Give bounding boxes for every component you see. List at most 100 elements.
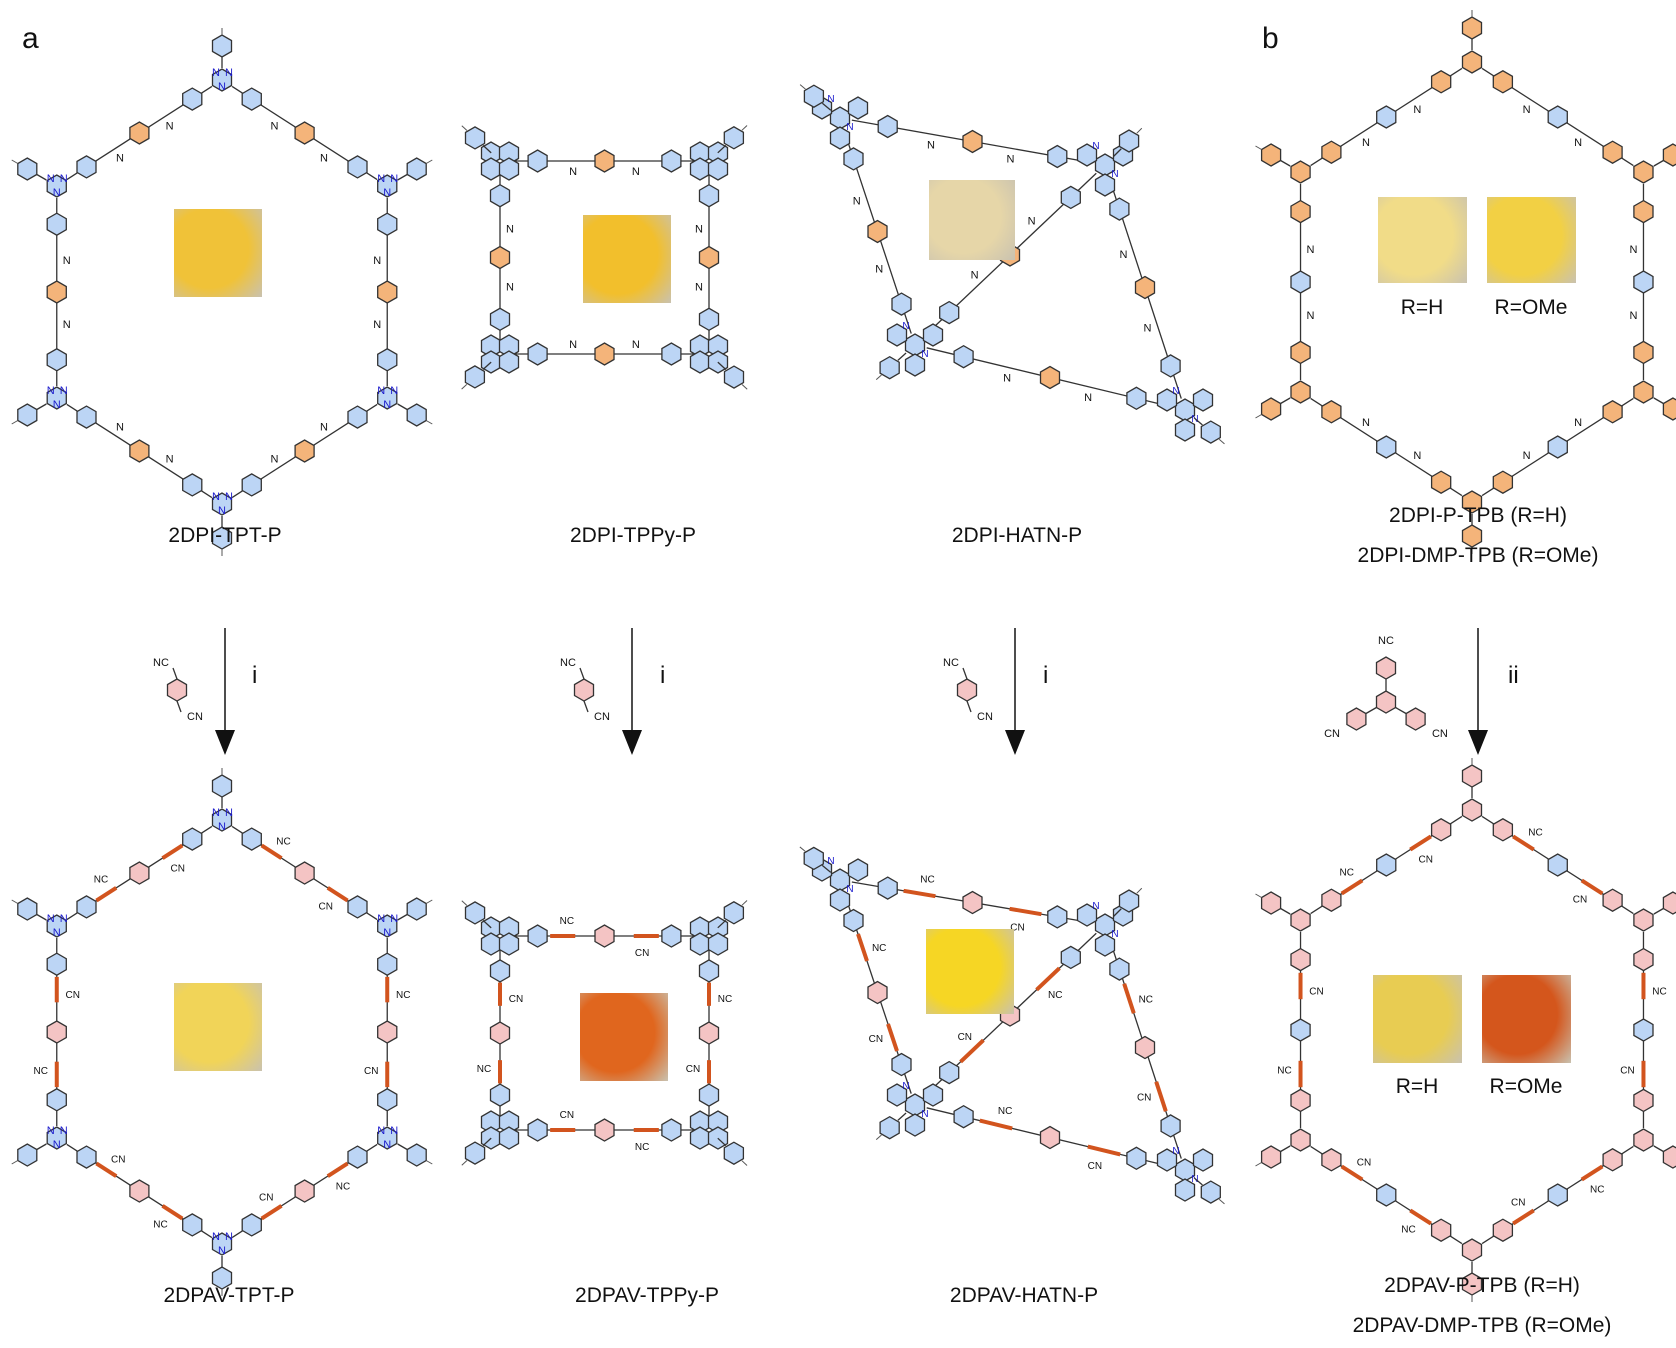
dangling-bond xyxy=(741,1160,748,1166)
phenyl-ring xyxy=(698,1083,720,1107)
imine-nitrogen-label: N xyxy=(569,166,577,178)
phenyl-ring xyxy=(1633,199,1654,224)
cyano-label: CN xyxy=(1088,1161,1102,1172)
phenyl-ring xyxy=(661,149,682,173)
vinylene-bond xyxy=(1087,1144,1121,1157)
nitrogen-label: N xyxy=(47,385,55,397)
cyano-label: NC xyxy=(1048,990,1062,1001)
dangling-bond xyxy=(1255,1162,1262,1167)
dangling-bond xyxy=(425,899,433,904)
photo-2dpi-tpt-p xyxy=(174,209,262,297)
phenyl-ring xyxy=(1633,947,1654,972)
phenyl-ring xyxy=(1290,947,1311,972)
hatn-ring xyxy=(847,858,869,882)
caption-2dpi-tpt-p: 2DPI-TPT-P xyxy=(168,524,282,547)
cyano-label: CN xyxy=(1573,894,1587,905)
phenyl-ring xyxy=(1430,470,1452,494)
terminal-phenyl-ring xyxy=(406,403,427,427)
vinylene-bond xyxy=(1512,834,1535,852)
linker-ring xyxy=(377,280,398,304)
dangling-bond xyxy=(1255,893,1262,898)
cyano-label: CN xyxy=(111,1154,125,1165)
bond xyxy=(1280,1145,1291,1153)
triazine-ring xyxy=(211,808,233,832)
cyano-label: NC xyxy=(1277,1066,1291,1077)
imine-nitrogen-label: N xyxy=(1362,137,1370,149)
dangling-bond xyxy=(461,383,468,390)
nitrogen-label: N xyxy=(212,1231,220,1243)
nitrogen-label: N xyxy=(60,385,68,397)
pyrene-ring xyxy=(689,1126,711,1150)
phenyl-ring xyxy=(377,348,398,372)
nitrogen-label: N xyxy=(921,1109,928,1120)
hatn-ring xyxy=(829,888,851,912)
cyano-label: CN xyxy=(259,1193,273,1204)
bond xyxy=(821,864,832,873)
cyano-label: NC xyxy=(396,990,410,1001)
phenyl-ring xyxy=(76,1145,97,1169)
phenyl-ring xyxy=(1633,340,1654,365)
phenyl-ring xyxy=(1160,1114,1181,1138)
phenyl-ring xyxy=(46,952,67,976)
phenyl-ring xyxy=(877,114,898,139)
hatn-ring xyxy=(1192,388,1214,412)
reagent-benzene-ring xyxy=(956,678,978,702)
cyano-label: NC xyxy=(998,1106,1012,1117)
caption-2dpav-p-tpb: 2DPAV-P-TPB (R=H) xyxy=(1384,1274,1580,1297)
bond xyxy=(1653,907,1664,915)
linker-ring xyxy=(867,219,888,244)
phenyl-ring xyxy=(1290,340,1311,365)
reagent-nc-label: NC xyxy=(153,657,169,669)
phenyl-ring xyxy=(698,183,720,208)
central-benzene-ring xyxy=(1461,798,1483,822)
dangling-bond xyxy=(1255,145,1262,150)
phenyl-ring xyxy=(46,212,67,236)
imine-nitrogen-label: N xyxy=(1413,104,1421,116)
linker-ring xyxy=(594,149,615,173)
bond xyxy=(397,913,408,921)
phenyl-ring xyxy=(1633,1088,1654,1113)
imine-nitrogen-label: N xyxy=(1523,104,1531,116)
panel-letter-a: a xyxy=(22,22,39,55)
imine-nitrogen-label: N xyxy=(1629,244,1637,256)
phenyl-ring xyxy=(1126,1146,1147,1171)
nitrogen-label: N xyxy=(377,173,385,185)
nitrogen-label: N xyxy=(225,67,233,79)
bond xyxy=(36,403,47,411)
dangling-bond xyxy=(461,1160,468,1166)
bond xyxy=(1653,1145,1664,1153)
hatn-ring xyxy=(847,96,869,120)
nitrogen-label: N xyxy=(1111,929,1118,940)
terminal-phenyl-ring xyxy=(464,365,486,389)
phenyl-ring xyxy=(182,827,203,851)
terminal-phenyl-ring xyxy=(464,126,486,150)
phenyl-ring xyxy=(241,1213,262,1237)
reagent-cyano-label: CN xyxy=(1324,728,1340,740)
nitrogen-label: N xyxy=(60,913,68,925)
phenyl-ring xyxy=(1047,905,1068,929)
nitrogen-label: N xyxy=(383,187,391,199)
phenyl-ring xyxy=(661,924,682,948)
bond xyxy=(397,403,408,411)
bond xyxy=(1193,417,1203,426)
bond xyxy=(482,144,492,154)
linker-ring xyxy=(1290,1018,1311,1042)
vinylene-bond xyxy=(979,1118,1013,1131)
imine-nitrogen-label: N xyxy=(1307,244,1315,256)
dangling-bond xyxy=(11,899,19,904)
nitrogen-label: N xyxy=(47,173,55,185)
photo-label-r-h-bottom: R=H xyxy=(1395,1075,1439,1098)
caption-2dpav-dmp-tpb: 2DPAV-DMP-TPB (R=OMe) xyxy=(1352,1314,1612,1337)
phenyl-ring xyxy=(698,307,720,332)
imine-nitrogen-label: N xyxy=(506,281,514,293)
nitrogen-label: N xyxy=(1172,1146,1179,1157)
terminal-phenyl-ring xyxy=(1200,1180,1221,1204)
linker-ring xyxy=(294,1179,315,1203)
hatn-ring xyxy=(922,323,944,347)
nitrogen-label: N xyxy=(1191,1174,1198,1185)
phenyl-ring xyxy=(1109,197,1130,221)
cyano-label: CN xyxy=(1419,855,1433,866)
photo-2dpav-dmp-tpb xyxy=(1482,975,1571,1063)
terminal-phenyl-ring xyxy=(464,901,486,925)
